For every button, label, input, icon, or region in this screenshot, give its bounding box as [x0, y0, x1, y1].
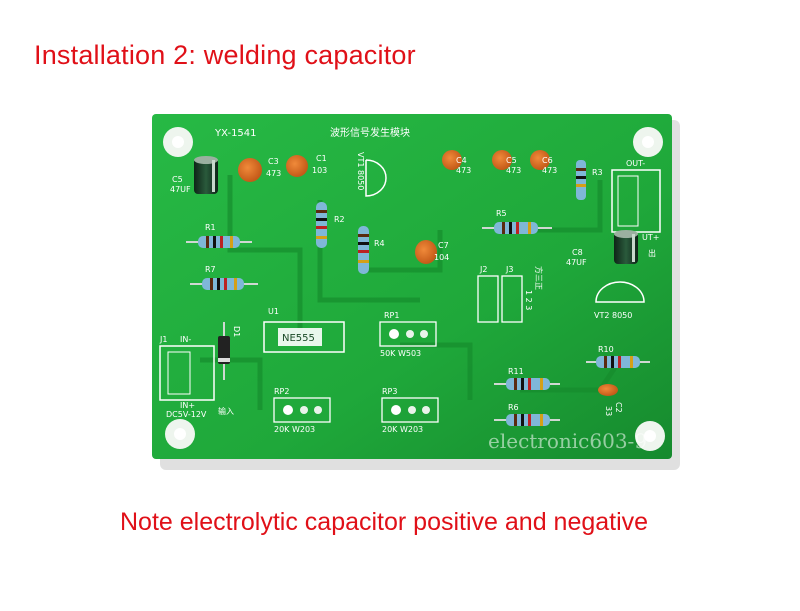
c3-label: C3 [268, 157, 279, 166]
r5-label: R5 [496, 209, 507, 218]
rp1-label: RP1 [384, 311, 399, 320]
board-chinese-title: 波形信号发生模块 [330, 126, 410, 139]
ceramic-capacitor-c7 [415, 240, 437, 264]
board-model-label: YX-1541 [214, 128, 257, 139]
r7-label: R7 [205, 265, 216, 274]
in-minus-label: IN- [180, 335, 191, 344]
ceramic-capacitor-c5b [492, 150, 512, 170]
bottom-caption: Note electrolytic capacitor positive and… [120, 508, 649, 536]
c7-value: 104 [434, 253, 449, 262]
d1-label: D1 [232, 326, 241, 337]
r11-label: R11 [508, 367, 524, 376]
potentiometer-rp2-footprint [273, 397, 331, 423]
c5-label: C5 [172, 175, 183, 184]
dc-label: DC5V-12V [166, 410, 207, 419]
r10-label: R10 [598, 345, 614, 354]
u1-label: U1 [268, 307, 279, 316]
ceramic-capacitor-c2 [598, 384, 618, 396]
c1-label: C1 [316, 154, 327, 163]
ne555-label: NE555 [282, 333, 315, 344]
j-nums-label: 1 2 3 [524, 290, 533, 310]
pcb-traces [200, 175, 623, 410]
c2-value: 33 [604, 406, 613, 416]
transistor-vt1-outline [365, 159, 387, 197]
jumper-j2-j3 [477, 275, 523, 323]
potentiometer-rp3-footprint [381, 397, 439, 423]
resistor-r5 [482, 222, 552, 234]
c4-value: 473 [456, 166, 471, 175]
j3-label: J3 [505, 265, 513, 274]
resistor-r11 [494, 378, 560, 390]
j2-label: J2 [479, 265, 487, 274]
vt1-label: VT1 8050 [356, 152, 365, 190]
resistor-r10 [586, 356, 650, 368]
resistor-r4 [358, 226, 369, 274]
r6-label: R6 [508, 403, 519, 412]
resistor-r6 [494, 414, 560, 426]
j-side-label: 方三正 [534, 266, 544, 290]
rp1-value: 50K W503 [380, 349, 421, 358]
ic-u1-outline [263, 321, 345, 353]
c5b-label: C5 [506, 156, 517, 165]
c7-label: C7 [438, 241, 449, 250]
ceramic-capacitor-c3 [238, 158, 262, 182]
potentiometer-rp1-footprint [379, 321, 437, 347]
c5b-value: 473 [506, 166, 521, 175]
r1-label: R1 [205, 223, 216, 232]
c8-label: C8 [572, 248, 583, 257]
c6-label: C6 [542, 156, 553, 165]
r3-label: R3 [592, 168, 603, 177]
r4-label: R4 [374, 239, 385, 248]
rp2-label: RP2 [274, 387, 289, 396]
vt2-label: VT2 8050 [594, 311, 632, 320]
connector-j1 [159, 345, 215, 401]
resistor-r3 [576, 160, 586, 200]
r2-label: R2 [334, 215, 345, 224]
c8-value: 47UF [566, 258, 587, 267]
out-minus-label: OUT- [626, 159, 645, 168]
j1-label: J1 [159, 335, 167, 344]
rp2-value: 20K W203 [274, 425, 315, 434]
resistor-r1 [186, 236, 252, 248]
c1-value: 103 [312, 166, 327, 175]
out-cn-label: 出 [648, 248, 656, 258]
c2-label: C2 [614, 402, 623, 413]
electrolytic-capacitor-c5 [194, 156, 218, 194]
ceramic-capacitor-c1 [286, 155, 308, 177]
pcb-board [152, 114, 672, 459]
in-plus-label: IN+ [180, 401, 195, 410]
out-plus-label: UT+ [642, 233, 659, 242]
c3-value: 473 [266, 169, 281, 178]
ceramic-capacitor-c6 [530, 150, 550, 170]
watermark: electronic603-9 [488, 429, 647, 453]
diode-d1 [218, 322, 230, 380]
c4-label: C4 [456, 156, 467, 165]
ceramic-capacitor-c4 [442, 150, 462, 170]
transistor-vt2-outline [595, 281, 645, 303]
top-caption: Installation 2: welding capacitor [34, 40, 416, 70]
rp3-value: 20K W203 [382, 425, 423, 434]
c6-value: 473 [542, 166, 557, 175]
input-cn-label: 输入 [218, 406, 234, 416]
electrolytic-capacitor-c8 [614, 230, 638, 264]
resistor-r2 [316, 202, 327, 248]
rp3-label: RP3 [382, 387, 397, 396]
mounting-holes [163, 127, 665, 451]
c5-value: 47UF [170, 185, 191, 194]
resistor-r7 [190, 278, 258, 290]
